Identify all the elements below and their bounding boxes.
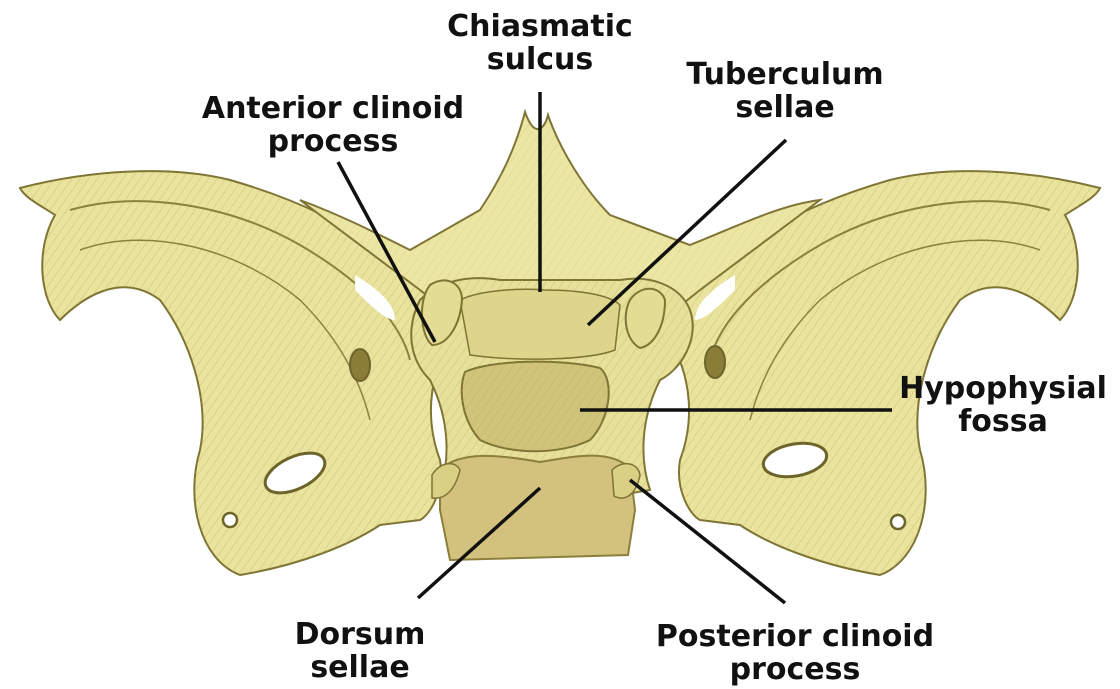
label-chiasmatic-sulcus-line2: sulcus [430, 43, 650, 76]
label-anterior-clinoid-process: Anterior clinoid process [188, 92, 478, 158]
label-anterior-clinoid-line2: process [188, 125, 478, 158]
label-dorsum-sellae-line2: sellae [265, 651, 455, 684]
right-foramen-spinosum [891, 515, 905, 529]
label-posterior-clinoid-line1: Posterior clinoid [640, 620, 950, 653]
label-dorsum-sellae-line1: Dorsum [265, 618, 455, 651]
label-chiasmatic-sulcus-line1: Chiasmatic [430, 10, 650, 43]
label-chiasmatic-sulcus: Chiasmatic sulcus [430, 10, 650, 76]
fossa-hatching [462, 362, 609, 452]
label-tuberculum-sellae: Tuberculum sellae [660, 58, 910, 124]
label-tuberculum-sellae-line1: Tuberculum [660, 58, 910, 91]
label-posterior-clinoid-process: Posterior clinoid process [640, 620, 950, 686]
left-foramen-spinosum [223, 513, 237, 527]
label-hypophysial-fossa-line2: fossa [890, 405, 1116, 438]
label-tuberculum-sellae-line2: sellae [660, 91, 910, 124]
dorsum-sellae-shape [440, 456, 635, 560]
tuberculum-region [460, 289, 620, 359]
right-foramen-rotundum [705, 346, 725, 378]
label-posterior-clinoid-line2: process [640, 653, 950, 686]
label-anterior-clinoid-line1: Anterior clinoid [188, 92, 478, 125]
left-foramen-rotundum [350, 349, 370, 381]
label-dorsum-sellae: Dorsum sellae [265, 618, 455, 684]
label-hypophysial-fossa: Hypophysial fossa [890, 372, 1116, 438]
label-hypophysial-fossa-line1: Hypophysial [890, 372, 1116, 405]
